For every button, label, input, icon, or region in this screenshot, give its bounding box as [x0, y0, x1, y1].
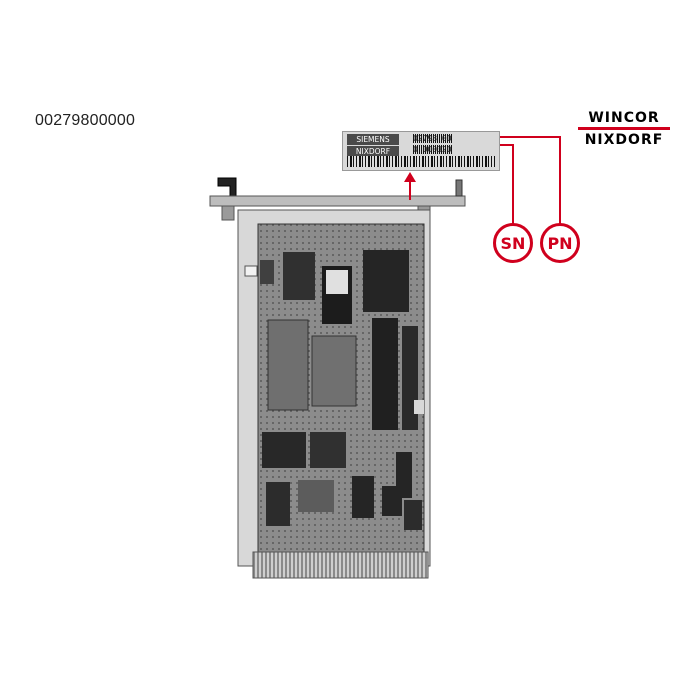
screw: [455, 179, 463, 197]
front-bracket: [209, 195, 466, 207]
label-serial-code: 0 000320: [413, 145, 452, 154]
edge-connector: [252, 551, 429, 579]
barcode: [347, 156, 495, 167]
label-part-code: 02798 00: [413, 134, 452, 143]
serial-label: SIEMENS NIXDORF 02798 00 0 000320: [342, 131, 500, 171]
label-brand-siemens: SIEMENS: [347, 134, 399, 145]
sn-callout-badge: SN: [493, 223, 533, 263]
logo-line-2: NIXDORF: [584, 132, 664, 148]
label-brand-nixdorf: NIXDORF: [347, 146, 399, 157]
logo-line-1: WINCOR: [588, 110, 660, 126]
pn-callout-badge: PN: [540, 223, 580, 263]
logo-divider: [578, 127, 670, 130]
wincor-nixdorf-logo: WINCOR NIXDORF: [578, 110, 670, 148]
part-number-text: 00279800000: [35, 112, 136, 129]
